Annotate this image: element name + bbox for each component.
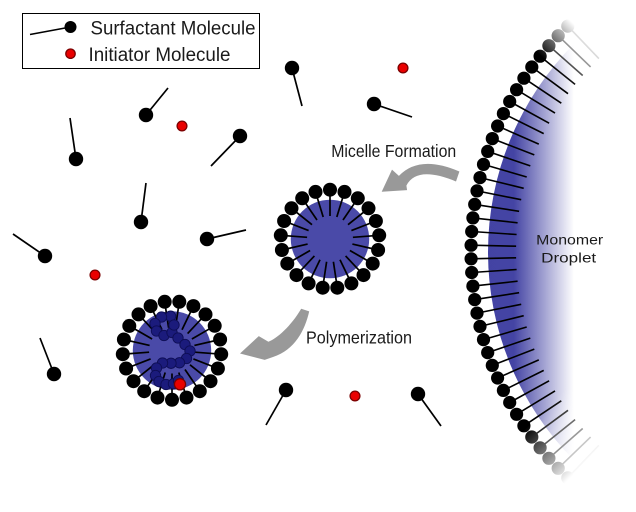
- svg-text:Micelle Formation: Micelle Formation: [331, 141, 456, 161]
- svg-text:Polymerization: Polymerization: [306, 328, 412, 348]
- svg-text:Droplet: Droplet: [541, 251, 596, 267]
- svg-text:Monomer: Monomer: [536, 233, 603, 249]
- svg-text:Initiator Molecule: Initiator Molecule: [89, 45, 231, 66]
- svg-text:Surfactant Molecule: Surfactant Molecule: [91, 19, 256, 40]
